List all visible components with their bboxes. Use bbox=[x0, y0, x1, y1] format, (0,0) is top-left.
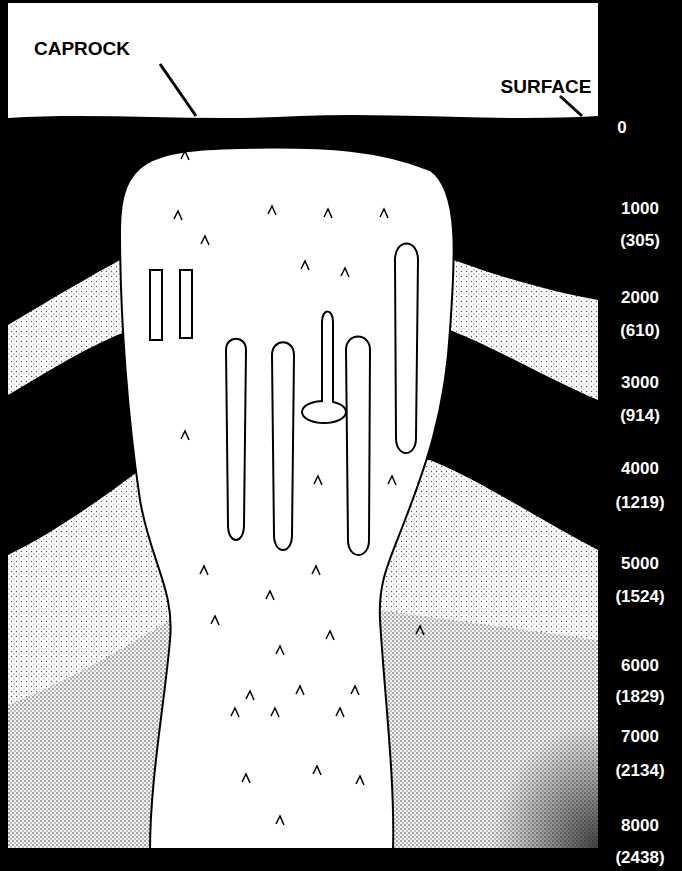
depth-label: 0 bbox=[617, 119, 626, 136]
depth-label: (2134) bbox=[615, 762, 664, 779]
depth-label: 5000 bbox=[621, 555, 659, 572]
depth-label: 7000 bbox=[621, 728, 659, 745]
depth-label: 6000 bbox=[621, 657, 659, 674]
depth-label: (1524) bbox=[615, 588, 664, 605]
depth-label: 4000 bbox=[621, 460, 659, 477]
salt-dome bbox=[120, 148, 454, 850]
depth-label: (1829) bbox=[615, 688, 664, 705]
leader-line bbox=[160, 64, 196, 116]
layer-label: SURFACE bbox=[501, 77, 592, 96]
leader-line bbox=[560, 96, 582, 116]
depth-label: (610) bbox=[620, 322, 660, 339]
depth-label: (1219) bbox=[615, 494, 664, 511]
depth-label: (2438) bbox=[615, 849, 664, 866]
salt-texture bbox=[174, 151, 424, 825]
depth-scale-bar bbox=[598, 0, 682, 871]
depth-label: 2000 bbox=[621, 289, 659, 306]
layer-label: CAPROCK bbox=[34, 39, 130, 58]
depth-label: (305) bbox=[620, 232, 660, 249]
depth-label: 8000 bbox=[621, 817, 659, 834]
depth-label: (914) bbox=[620, 407, 660, 424]
depth-label: 3000 bbox=[621, 374, 659, 391]
storage-caverns bbox=[150, 244, 418, 556]
depth-label: 1000 bbox=[621, 200, 659, 217]
